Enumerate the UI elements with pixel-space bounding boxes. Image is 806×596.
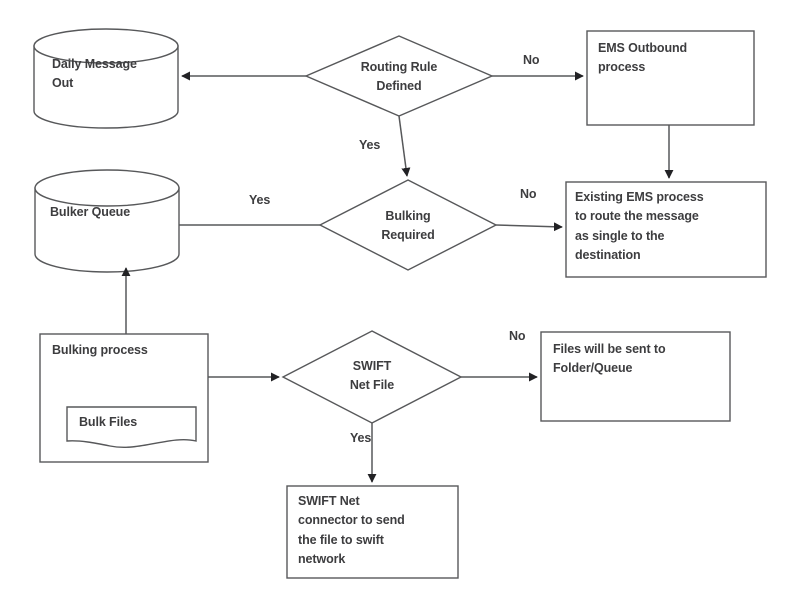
node-files-sent-folder-queue-shape [540,331,731,422]
node-bulk-files-shape [66,406,197,448]
node-bulking-process[interactable] [40,334,208,404]
node-routing-rule-defined[interactable] [306,36,492,116]
node-existing-ems-process-shape [565,181,767,278]
node-bulking-required[interactable] [320,180,496,270]
node-daily-message-out-shape [33,28,179,129]
node-ems-outbound-process-shape [586,30,755,126]
node-swift-net-connector-shape [286,485,459,579]
node-bulk-files[interactable] [67,407,196,449]
node-bulker-queue[interactable] [35,170,179,272]
node-daily-message-out[interactable] [34,28,178,120]
node-swift-net-connector[interactable] [287,486,458,578]
node-ems-outbound-process[interactable] [587,31,754,125]
edge-routing-yes-to-bulking-required [398,115,411,177]
edge-bulking-no-to-existing-ems [495,222,563,232]
node-bulking-required-shape [318,179,498,271]
node-swift-net-file[interactable] [283,331,461,423]
node-existing-ems-process[interactable] [566,182,766,277]
node-files-sent-folder-queue[interactable] [541,332,730,421]
node-bulker-queue-shape [34,169,180,273]
